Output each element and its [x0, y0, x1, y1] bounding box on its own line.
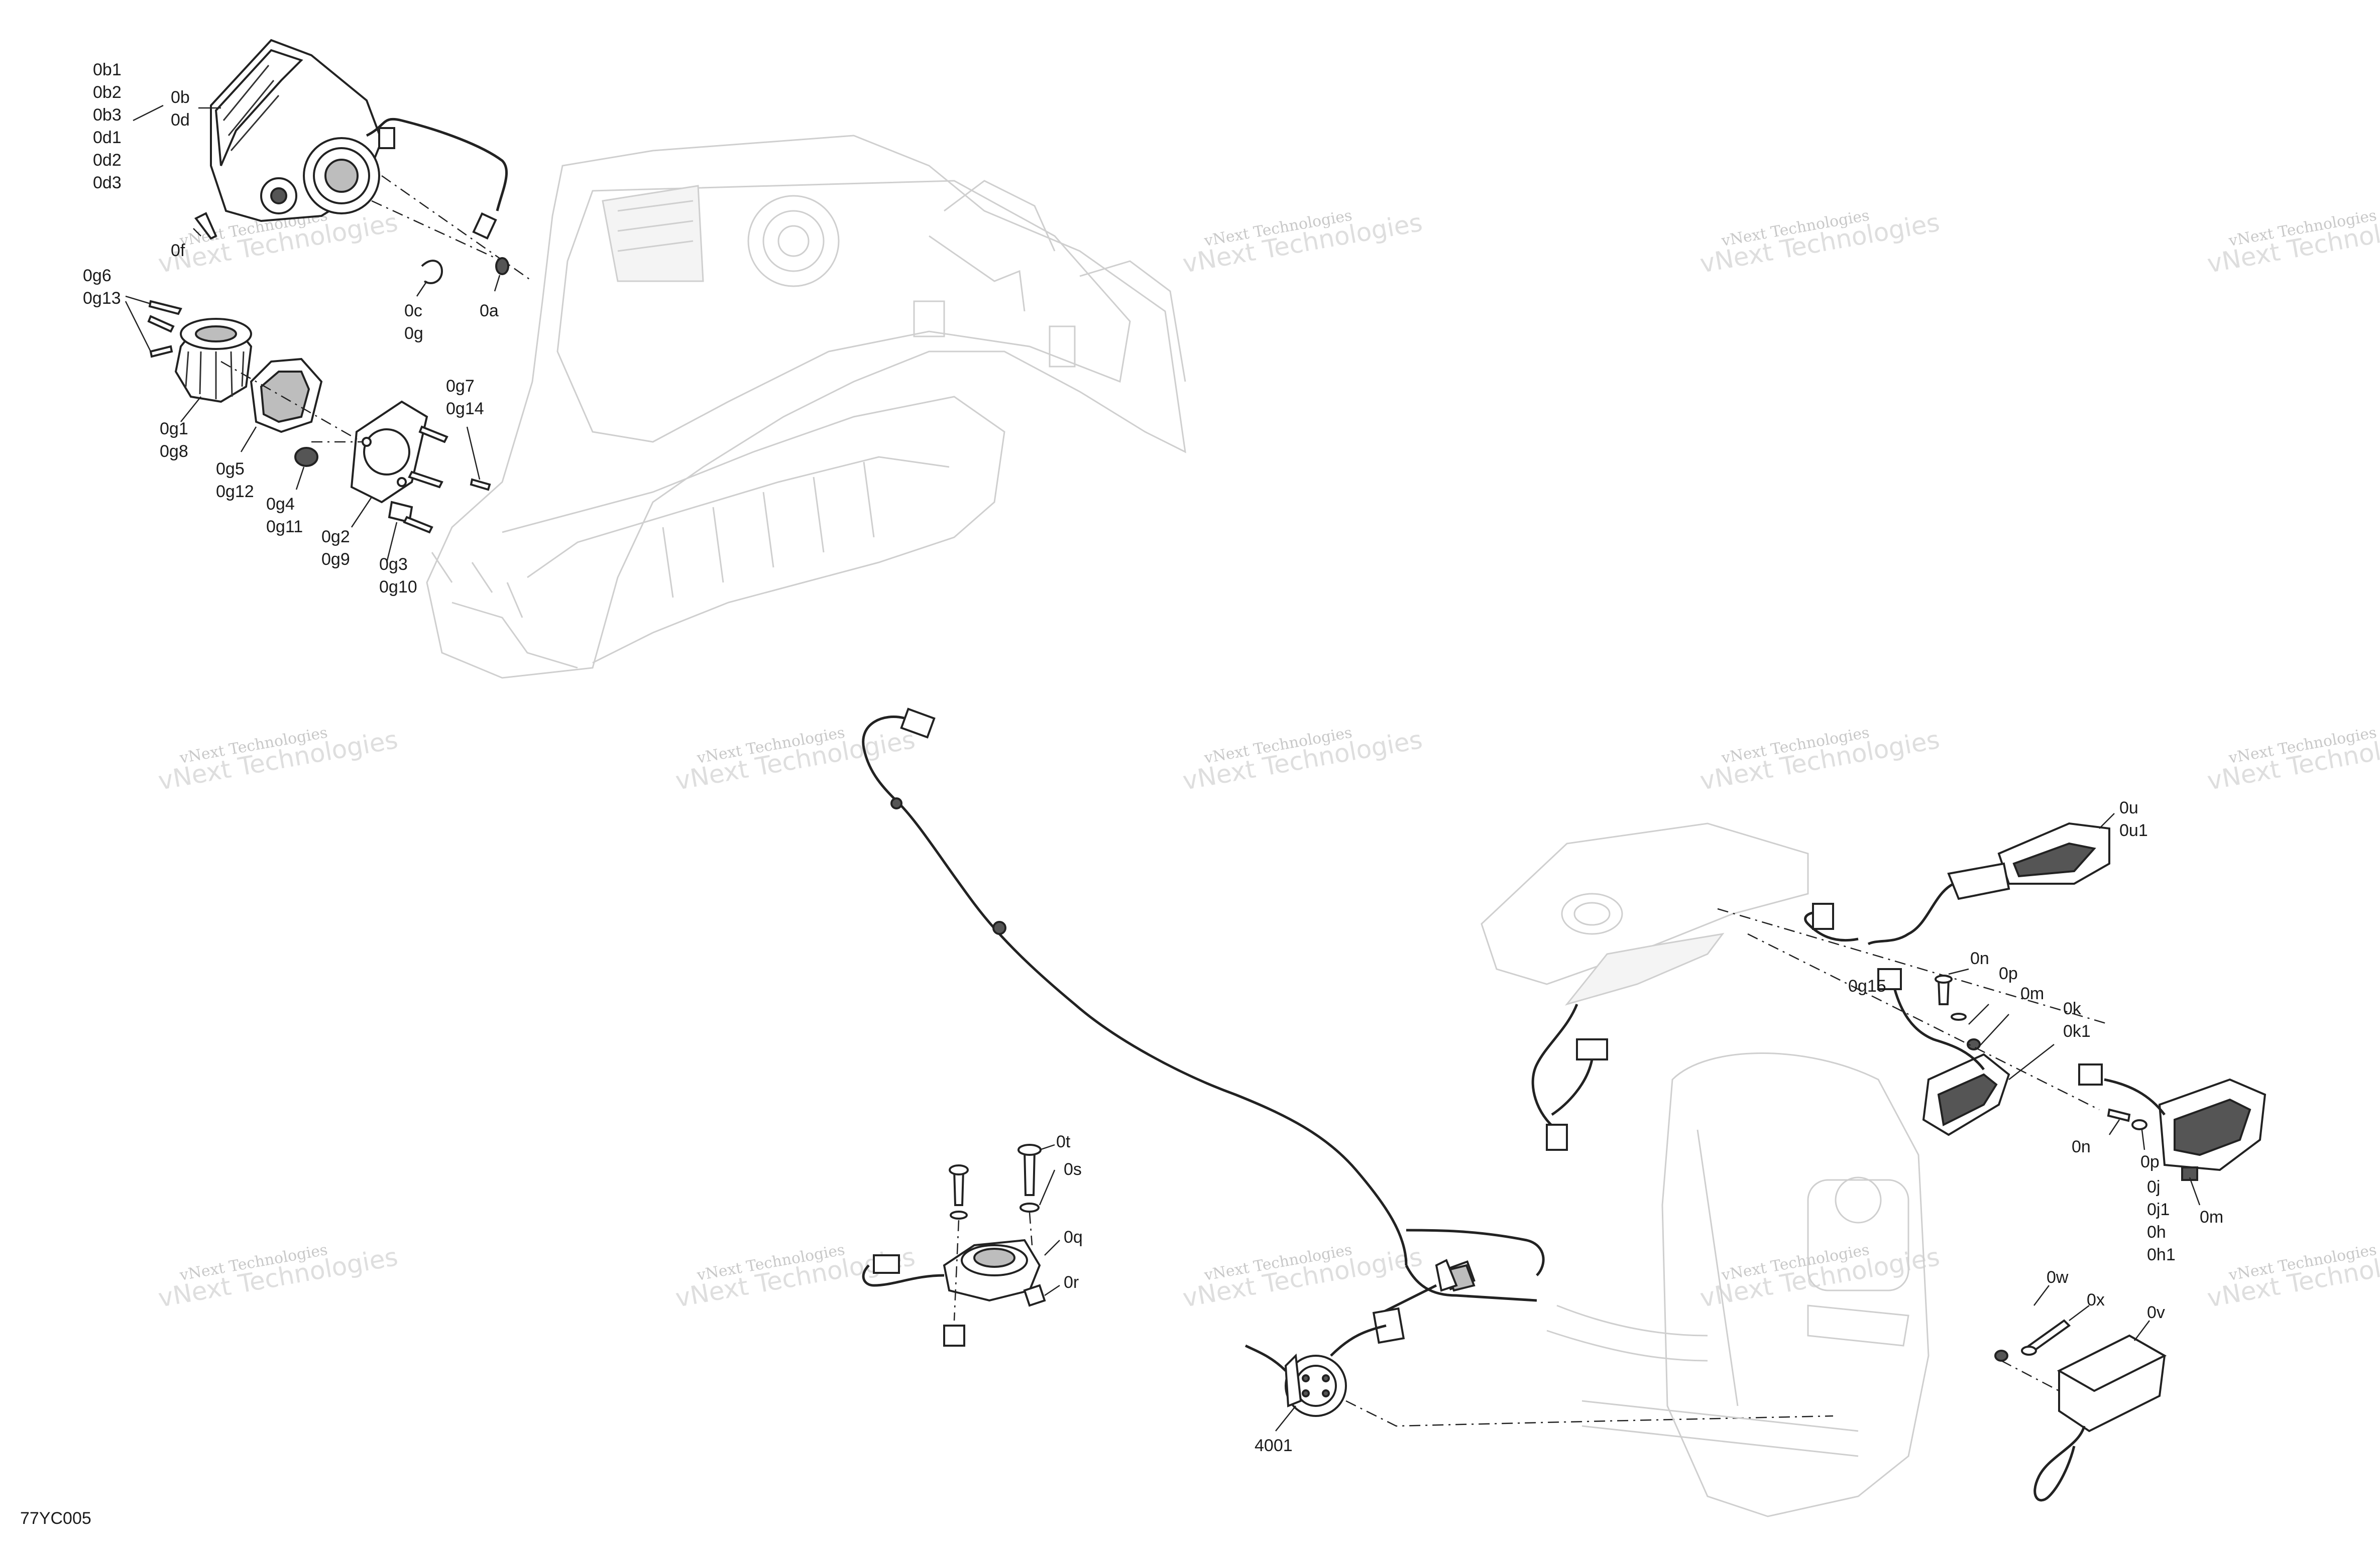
- callout-0t: 0t: [1056, 1132, 1071, 1151]
- headlight-assembly: [210, 39, 508, 240]
- watermark: vNext Technologies vNext Technologies: [1698, 1241, 1942, 1313]
- callout-0v: 0v: [2147, 1303, 2165, 1322]
- watermark: vNext Technologies vNext Technologies: [2205, 1241, 2380, 1313]
- relay-box-assembly: [1994, 1285, 2167, 1502]
- callout-0g15: 0g15: [1848, 977, 1886, 996]
- callout-0g9: 0g9: [321, 550, 350, 569]
- callout-0g10: 0g10: [379, 577, 417, 597]
- callout-0g2: 0g2: [321, 527, 350, 546]
- grommet-0a: [494, 257, 509, 292]
- callout-0d2: 0d2: [93, 151, 122, 170]
- callout-0p-bottom: 0p: [2140, 1152, 2160, 1171]
- screw-0f: [193, 212, 217, 240]
- callout-0f: 0f: [171, 241, 185, 260]
- watermark: vNext Technologies vNext Technologies: [156, 724, 400, 796]
- callout-0j: 0j: [2147, 1177, 2160, 1197]
- watermark: vNext Technologies vNext Technologies: [2205, 724, 2380, 796]
- callout-0m-bottom: 0m: [2200, 1208, 2223, 1227]
- callout-0g3: 0g3: [379, 555, 408, 574]
- callout-0g5: 0g5: [216, 459, 245, 479]
- tail-light-right: [2078, 1063, 2266, 1206]
- callout-0h: 0h: [2147, 1223, 2166, 1242]
- callout-0w: 0w: [2047, 1268, 2069, 1287]
- callout-0b: 0b: [171, 88, 190, 107]
- callout-0g14: 0g14: [446, 399, 484, 418]
- callout-labels: 0b1 0b2 0b3 0d1 0d2 0d3 0b 0d 0f 0c 0g 0…: [83, 60, 2223, 1455]
- callout-4001: 4001: [1255, 1436, 1293, 1455]
- fog-plug: [294, 447, 318, 490]
- callout-0s: 0s: [1064, 1160, 1082, 1179]
- fog-screw-right: [408, 425, 491, 491]
- callout-0g8: 0g8: [160, 442, 188, 461]
- main-harness: [862, 707, 1545, 1357]
- switch-4001: [1244, 1344, 1834, 1432]
- callout-0x: 0x: [2087, 1290, 2105, 1310]
- callout-0g13: 0g13: [83, 289, 121, 308]
- fog-adjuster: [386, 501, 433, 563]
- watermark: vNext Technologies vNext Technologies: [2205, 207, 2380, 279]
- watermark-layer: vNext Technologies vNext Technologies vN…: [156, 207, 2380, 1313]
- callout-0b2: 0b2: [93, 83, 122, 102]
- watermark: vNext Technologies vNext Technologies: [1698, 724, 1942, 796]
- callout-0n-top: 0n: [1970, 949, 1989, 968]
- callout-0h1: 0h1: [2147, 1245, 2176, 1264]
- fog-bracket: [220, 361, 428, 528]
- callout-0g7: 0g7: [446, 377, 475, 396]
- callout-0j1: 0j1: [2147, 1200, 2170, 1219]
- watermark: vNext Technologies vNext Technologies: [156, 1241, 400, 1313]
- watermark: vNext Technologies vNext Technologies: [1181, 1241, 1425, 1313]
- figure-code: 77YC005: [20, 1509, 91, 1528]
- rear-body-ghost: [1481, 822, 1930, 1517]
- callout-0u1: 0u1: [2119, 821, 2148, 840]
- front-frame-ghost: [426, 135, 1186, 679]
- callout-0g4: 0g4: [266, 495, 295, 514]
- callout-0c: 0c: [404, 301, 422, 320]
- horn-assembly: [862, 1144, 1060, 1347]
- clip-0c: [416, 260, 443, 297]
- callout-0k: 0k: [2063, 999, 2082, 1018]
- callout-0n-bottom: 0n: [2072, 1137, 2091, 1156]
- callout-0k1: 0k1: [2063, 1022, 2091, 1041]
- callout-0b1: 0b1: [93, 60, 122, 79]
- callout-0r: 0r: [1064, 1273, 1079, 1292]
- callout-0g: 0g: [404, 324, 423, 343]
- signal-light-right: [1804, 813, 2115, 945]
- callout-0d1: 0d1: [93, 128, 122, 147]
- watermark: vNext Technologies vNext Technologies: [1698, 207, 1942, 279]
- callout-0d: 0d: [171, 110, 190, 130]
- tail-light-left-connector: [1531, 1004, 1608, 1151]
- callout-0p-top: 0p: [1999, 964, 2018, 983]
- watermark: vNext Technologies vNext Technologies: [1181, 724, 1425, 796]
- fog-bezel: [240, 358, 323, 452]
- callout-0d3: 0d3: [93, 173, 122, 192]
- watermark: vNext Technologies vNext Technologies: [1181, 207, 1425, 279]
- callout-0u: 0u: [2119, 798, 2138, 817]
- callout-0q: 0q: [1064, 1228, 1083, 1247]
- callout-0g11: 0g11: [266, 517, 303, 536]
- tail-light-center: [1717, 908, 2110, 1136]
- callout-0m-top: 0m: [2020, 984, 2044, 1003]
- callout-0g1: 0g1: [160, 419, 188, 438]
- callout-0g6: 0g6: [83, 266, 111, 285]
- fog-lamp-assembly: [125, 295, 253, 422]
- headlight-leaders: [133, 104, 533, 282]
- callout-0g12: 0g12: [216, 482, 254, 501]
- callout-0a: 0a: [480, 301, 499, 320]
- callout-0b3: 0b3: [93, 105, 122, 125]
